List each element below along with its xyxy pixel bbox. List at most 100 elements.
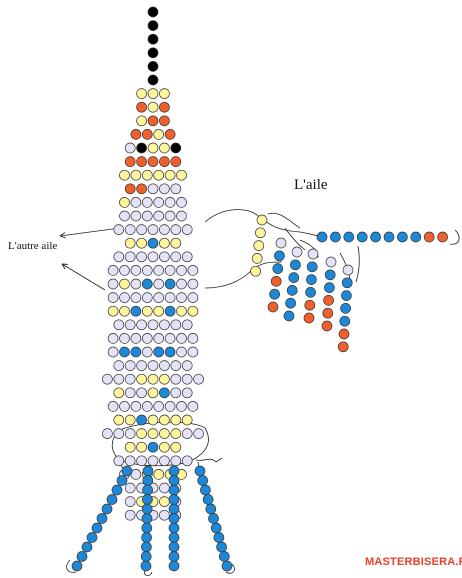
body-bead <box>107 346 119 358</box>
body-bead <box>176 278 187 290</box>
body-bead <box>187 278 199 290</box>
arrow-upper-head <box>59 232 66 239</box>
wing-arm-bead <box>383 231 395 243</box>
body-bead <box>124 496 136 507</box>
body-bead <box>170 455 182 467</box>
body-bead <box>107 278 119 290</box>
wing-strand-bead <box>303 312 315 324</box>
body-bead <box>124 319 136 331</box>
body-bead <box>113 360 125 371</box>
tail-strand-bead <box>141 513 153 524</box>
body-bead <box>159 88 170 99</box>
body-bead <box>130 292 142 303</box>
body-bead <box>187 292 199 303</box>
arrow-lower <box>61 263 106 291</box>
wing-strand-bead <box>290 259 301 271</box>
tail-strand-bead <box>221 560 233 572</box>
body-bead <box>170 237 182 249</box>
body-bead <box>136 428 147 439</box>
wing-strand-bead <box>256 214 268 226</box>
wing-strand-bead <box>341 277 353 289</box>
body-bead <box>153 129 165 140</box>
wing-strand-bead <box>269 288 280 300</box>
body-bead <box>141 346 153 358</box>
tail-strand-bead <box>76 551 88 562</box>
tail-strand-bead <box>218 551 230 562</box>
body-bead <box>130 265 142 276</box>
body-bead <box>130 169 142 181</box>
body-bead <box>170 251 182 263</box>
wing-strand-bead <box>267 301 279 313</box>
wing-strand-bead <box>323 295 334 306</box>
body-bead <box>119 265 130 276</box>
body-bead <box>164 169 176 181</box>
body-bead <box>124 482 136 494</box>
wing-label: L'aile <box>294 177 328 193</box>
body-bead <box>147 428 159 439</box>
wing-thread-top <box>204 209 323 238</box>
tail-strand-bead <box>71 560 83 572</box>
body-bead <box>153 292 165 303</box>
wing-strand-bead <box>274 250 285 262</box>
wing-strand-bead <box>250 265 261 277</box>
body-bead <box>124 224 136 235</box>
tail-strand-bead <box>194 465 206 477</box>
body-bead <box>147 74 159 86</box>
tail-thread-ends <box>66 559 235 576</box>
body-bead <box>124 387 136 399</box>
wing-strand-bead <box>306 261 318 273</box>
body-bead <box>176 210 187 222</box>
body-bead <box>170 360 182 371</box>
tail-thread-knot <box>195 457 223 463</box>
body-bead <box>181 387 193 399</box>
body-bead <box>164 333 176 344</box>
body-bead <box>130 129 142 140</box>
body-bead <box>107 265 119 276</box>
wing-arm-bead <box>316 231 328 243</box>
body-bead <box>181 414 193 426</box>
body-bead <box>113 414 125 426</box>
body-bead <box>124 428 136 439</box>
body-bead <box>119 333 130 344</box>
tail-strand-bead <box>106 494 118 505</box>
tail-strand-bead <box>121 465 133 477</box>
tail-strand-bead <box>168 522 180 534</box>
wing-arm-bead <box>330 231 341 243</box>
body-bead <box>170 428 182 439</box>
body-bead <box>164 401 176 412</box>
body-bead <box>147 6 159 18</box>
body-bead <box>136 115 147 127</box>
body-bead <box>124 142 136 154</box>
body-bead <box>187 401 199 412</box>
tail-strand-bead <box>168 494 180 505</box>
body-bead <box>193 428 204 439</box>
tail-strand-bead <box>168 551 180 562</box>
body-bead <box>136 156 147 167</box>
arrow-upper <box>59 227 121 237</box>
body-bead <box>147 455 159 467</box>
other-wing-label: L'autre aile <box>8 240 58 252</box>
wing-strand-bead <box>341 290 352 301</box>
tail-strand-bead <box>168 513 180 524</box>
tail-strand-bead <box>168 532 180 543</box>
body-bead <box>170 319 182 331</box>
body-bead <box>159 482 170 494</box>
wing-arm-bead <box>410 231 422 243</box>
body-bead <box>159 142 170 154</box>
body-bead <box>176 265 187 276</box>
arrow-lower-head <box>61 263 69 270</box>
body-bead <box>170 156 182 167</box>
body-bead <box>147 414 159 426</box>
body-bead <box>141 169 153 181</box>
body-bead <box>159 509 170 521</box>
tail-strand-bead <box>101 503 113 515</box>
body-bead <box>141 265 153 276</box>
body-bead <box>176 169 187 181</box>
tail-strand-bead <box>141 541 152 553</box>
body-bead <box>136 373 147 385</box>
tail-strand-bead <box>111 484 123 496</box>
body-bead <box>187 265 199 276</box>
body-bead <box>187 333 199 344</box>
body-bead <box>124 360 136 371</box>
body-bead <box>119 197 130 208</box>
